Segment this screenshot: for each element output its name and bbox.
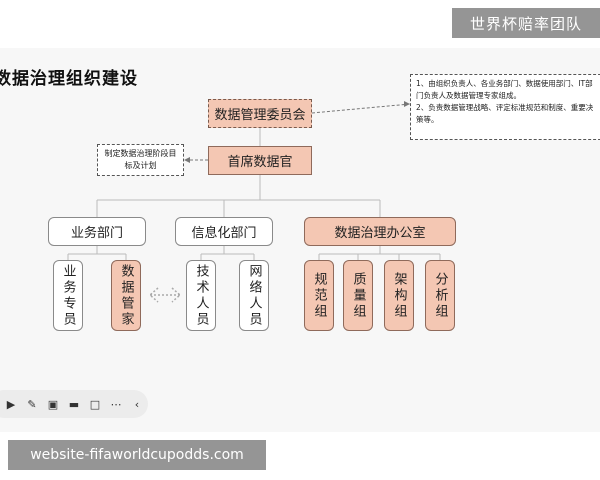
committee-note: 1、由组织负责人、各业务部门、数据使用部门、IT部门负责人及数据管理专家组成。 … <box>410 74 600 140</box>
cdo-box: 首席数据官 <box>208 146 312 175</box>
plan-note: 制定数据治理阶段目标及计划 <box>97 144 184 176</box>
committee-note-line2: 2、负责数据管理战略、评定标准规范和制度、重要决策等。 <box>416 103 594 124</box>
slide-title: 数据治理组织建设 <box>0 69 138 89</box>
pen-icon[interactable]: ✎ <box>27 397 37 411</box>
zoom-icon[interactable]: ▣ <box>47 397 59 411</box>
role-data-steward: 数据管家 <box>111 260 141 331</box>
comment-icon[interactable]: □ <box>89 397 101 411</box>
data-governance-office-box: 数据治理办公室 <box>304 217 456 246</box>
more-icon[interactable]: ⋯ <box>110 397 122 411</box>
committee-box: 数据管理委员会 <box>208 99 312 128</box>
screen-icon[interactable]: ▬ <box>68 397 80 411</box>
watermark-top: 世界杯赔率团队 <box>452 8 600 38</box>
group-architecture: 架构组 <box>384 260 414 331</box>
player-toolbar: ▶ ✎ ▣ ▬ □ ⋯ ‹ <box>0 390 148 418</box>
group-quality: 质量组 <box>343 260 373 331</box>
role-business-expert: 业务专员 <box>53 260 83 331</box>
it-dept-box: 信息化部门 <box>175 217 273 246</box>
role-tech-staff: 技术人员 <box>186 260 216 331</box>
group-standards: 规范组 <box>304 260 334 331</box>
group-analysis: 分析组 <box>425 260 455 331</box>
watermark-bottom: website-fifaworldcupodds.com <box>8 440 266 470</box>
link-arrow-icon <box>148 287 182 303</box>
collapse-icon[interactable]: ‹ <box>134 397 140 411</box>
business-dept-box: 业务部门 <box>48 217 146 246</box>
committee-note-line1: 1、由组织负责人、各业务部门、数据使用部门、IT部门负责人及数据管理专家组成。 <box>416 79 593 100</box>
role-network-staff: 网络人员 <box>239 260 269 331</box>
play-icon[interactable]: ▶ <box>6 397 16 411</box>
